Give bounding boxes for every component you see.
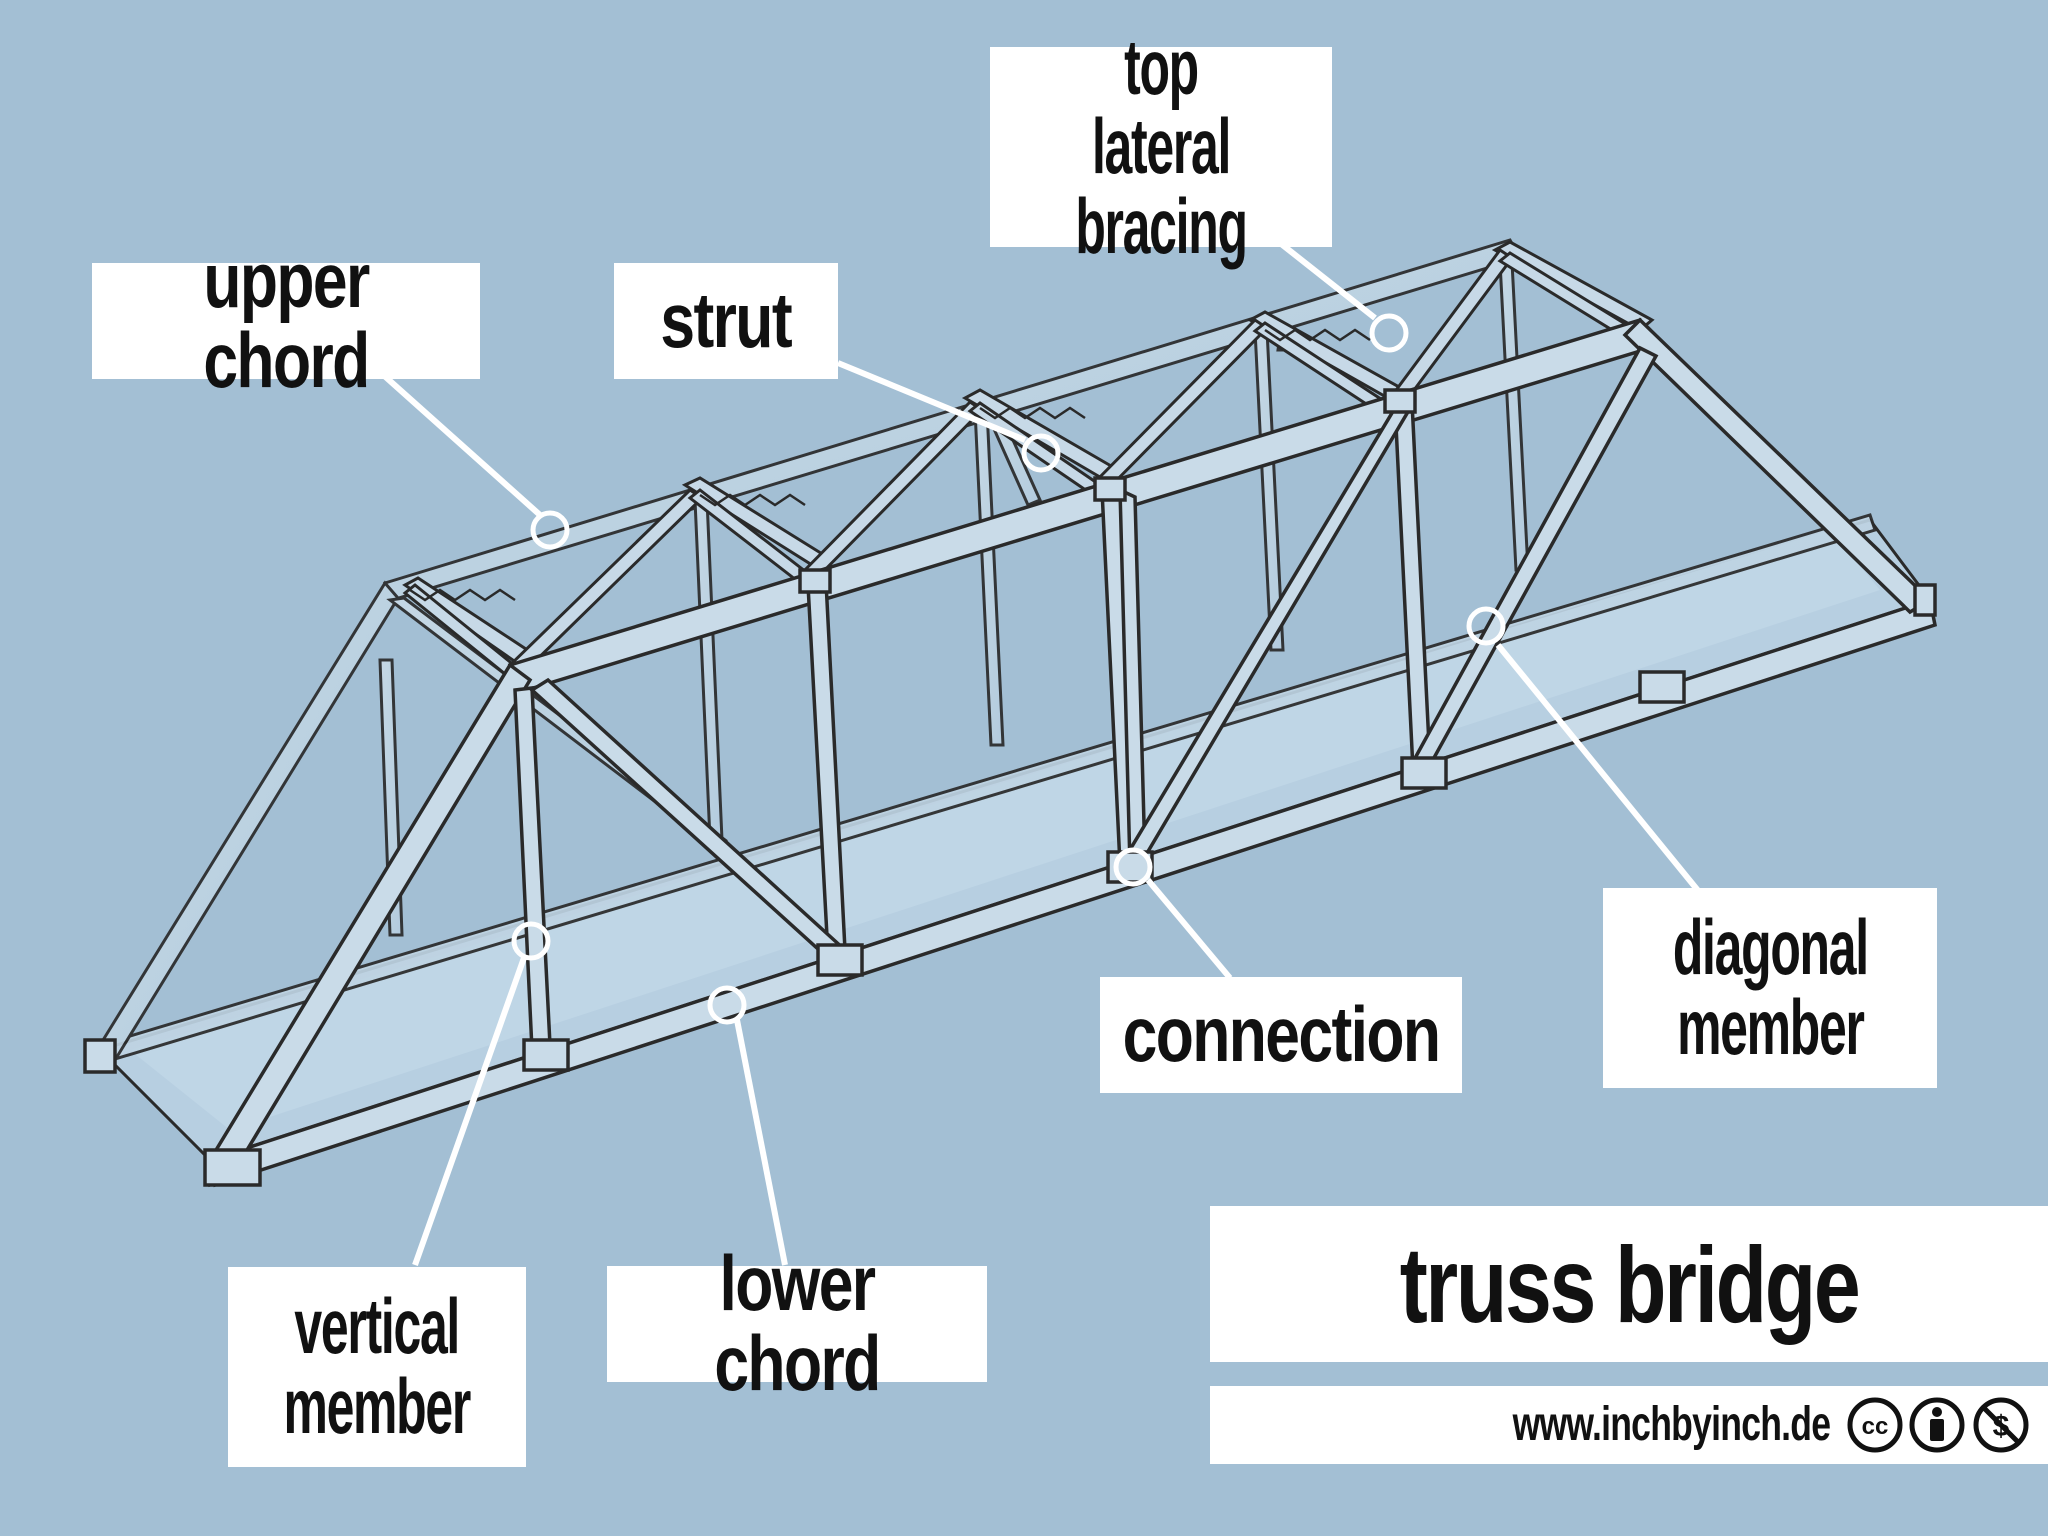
label-connection: connection (1100, 977, 1462, 1093)
callout-markers (511, 313, 1506, 1025)
diagram-title: truss bridge (1399, 1223, 1861, 1345)
callout-top-lateral-bracing (1369, 313, 1409, 353)
label-lower-chord-text: lower chord (714, 1239, 881, 1407)
license-icons: cc $ (1847, 1397, 2029, 1453)
label-vertical-member: vertical member (228, 1267, 526, 1467)
label-top-lateral-text-2: bracing (1075, 181, 1248, 270)
cc-icon: cc (1847, 1397, 1903, 1453)
callout-vertical-member (511, 921, 551, 961)
label-diagonal-text-2: member (1676, 983, 1865, 1071)
gusset-plate (1400, 756, 1448, 790)
label-upper-chord-text: upper chord (203, 236, 370, 404)
gusset-plate (1638, 670, 1686, 704)
label-diagonal-member: diagonal member (1603, 888, 1937, 1088)
top-node (1383, 388, 1417, 414)
label-vertical-text-1: vertical (294, 1282, 461, 1371)
gusset-plate (203, 1148, 262, 1187)
end-post-right (1622, 317, 1933, 615)
title-box: truss bridge (1210, 1206, 2048, 1362)
callout-upper-chord (530, 510, 570, 550)
label-diagonal-text-1: diagonal (1672, 903, 1869, 992)
website-text: www.inchbyinch.de (1512, 1397, 1830, 1451)
end-stub (83, 1038, 117, 1074)
label-top-lateral-text-1: top lateral (1091, 22, 1231, 191)
near-truss (83, 317, 1938, 1188)
label-connection-text: connection (1122, 990, 1441, 1079)
non-commercial-icon: $ (1973, 1397, 2029, 1453)
top-node (798, 568, 832, 594)
gusset-plate (522, 1038, 570, 1072)
attribution-icon (1909, 1397, 1965, 1453)
callout-lower-chord (707, 985, 747, 1025)
top-lateral-bracing (402, 240, 1655, 680)
callout-connection (1113, 847, 1153, 887)
label-top-lateral-bracing: top lateral bracing (990, 27, 1332, 265)
top-node (1093, 476, 1127, 502)
label-upper-chord: upper chord (92, 241, 480, 400)
website-link[interactable]: www.inchbyinch.de (1430, 1394, 1830, 1454)
label-vertical-text-2: member (283, 1362, 472, 1450)
label-strut: strut (614, 263, 838, 379)
callout-strut (1021, 433, 1061, 473)
callout-diagonal-member (1466, 606, 1506, 646)
svg-text:cc: cc (1862, 1413, 1889, 1440)
gusset-plate (816, 943, 864, 977)
footer-box (1210, 1386, 2048, 1464)
label-lower-chord: lower chord (607, 1244, 987, 1403)
end-stub (1913, 583, 1937, 617)
label-strut-text: strut (660, 276, 793, 365)
leader-lines (378, 240, 1703, 1267)
